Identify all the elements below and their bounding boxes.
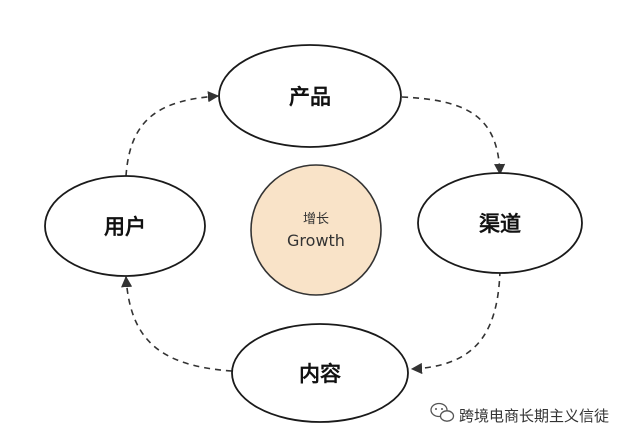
center-growth: 增长 Growth: [250, 164, 382, 296]
node-product-label: 产品: [289, 85, 331, 109]
center-label-cn: 增长: [303, 212, 329, 227]
watermark: 跨境电商长期主义信徒: [430, 402, 609, 425]
node-content: 内容: [231, 323, 409, 423]
node-channel-label: 渠道: [479, 212, 521, 236]
watermark-text: 跨境电商长期主义信徒: [459, 407, 609, 425]
arrow-product-to-channel: [401, 96, 506, 176]
arrow-user-to-product: [125, 91, 220, 177]
node-user-label: 用户: [104, 215, 146, 239]
wechat-icon: [430, 402, 455, 422]
arrow-channel-to-content: [410, 269, 501, 375]
arrow-content-to-user: [121, 275, 233, 372]
center-label-en: Growth: [287, 231, 345, 250]
node-product: 产品: [218, 44, 402, 148]
node-user: 用户: [44, 175, 206, 277]
node-channel: 渠道: [417, 172, 583, 274]
node-content-label: 内容: [299, 362, 341, 386]
